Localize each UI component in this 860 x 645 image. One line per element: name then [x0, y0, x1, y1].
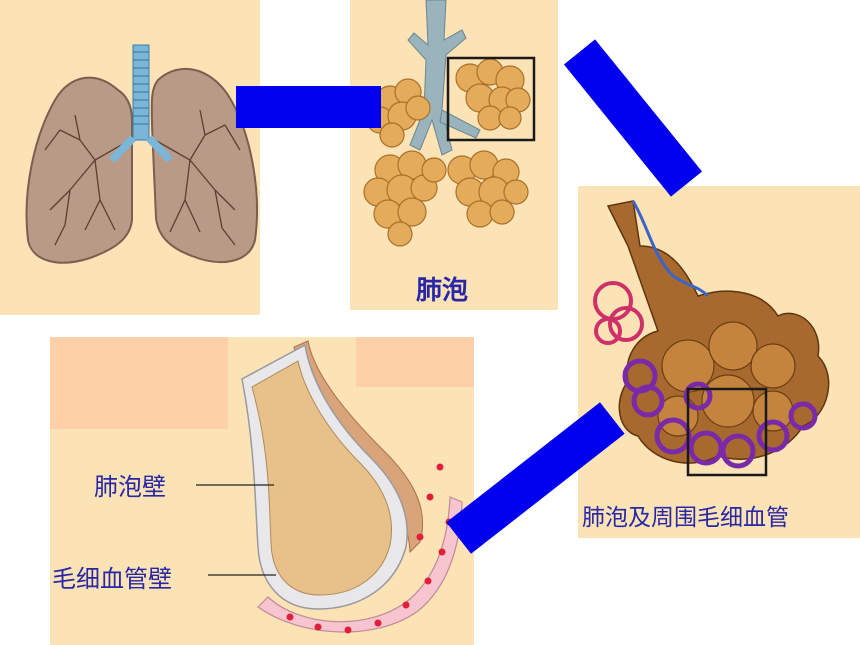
- connector-lungs-to-alveoli: [236, 86, 381, 128]
- alveoli-panel: 肺泡: [350, 0, 558, 310]
- alveolus-capillaries-icon: [593, 200, 830, 477]
- alveoli-caption: 肺泡: [416, 276, 469, 306]
- connector-alveoli-to-capillaries: [563, 39, 703, 197]
- highlight-box: [686, 387, 768, 477]
- alveolus-cross-section-icon: [196, 340, 463, 634]
- highlight-box: [446, 56, 536, 142]
- lungs-panel: [0, 0, 260, 315]
- capillaries-panel: 肺泡及周围毛细血管: [578, 186, 860, 538]
- top-left-patch: [50, 337, 228, 429]
- cross-section-panel: 肺泡壁 毛细血管壁: [50, 337, 474, 645]
- alveoli-cluster-icon: [363, 0, 536, 247]
- lungs-icon: [25, 44, 258, 264]
- top-right-patch: [356, 337, 474, 387]
- capillaries-caption: 肺泡及周围毛细血管: [582, 505, 789, 531]
- capillary-wall-label: 毛细血管壁: [52, 565, 172, 593]
- alveolar-wall-label: 肺泡壁: [94, 473, 166, 501]
